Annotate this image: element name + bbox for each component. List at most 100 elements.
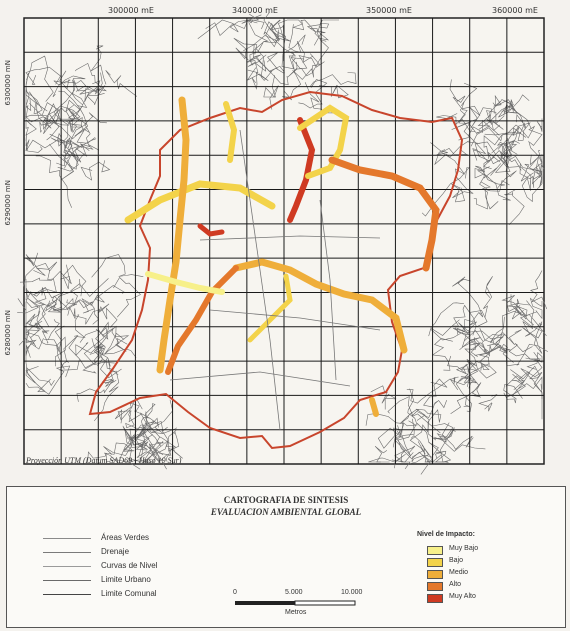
- line-swatch: [43, 580, 91, 581]
- contour-line: [132, 440, 164, 456]
- contour-line: [263, 75, 279, 110]
- contour-line: [510, 357, 543, 380]
- impact-label: Muy Bajo: [449, 545, 479, 552]
- contour-line: [79, 138, 97, 152]
- contour-line: [377, 427, 403, 449]
- contour-line: [25, 133, 43, 153]
- contour-line: [25, 137, 72, 152]
- contour-line: [25, 322, 44, 354]
- contour-line: [434, 450, 448, 463]
- contour-line: [526, 351, 543, 370]
- contour-line: [430, 302, 464, 336]
- contour-line: [399, 409, 426, 424]
- contour-line: [25, 306, 46, 343]
- contour-line: [421, 167, 470, 217]
- contour-line: [29, 102, 61, 141]
- impact-label: Medio: [449, 569, 469, 576]
- contour-line: [512, 368, 543, 420]
- legend-title: CARTOGRAFIA DE SINTESIS: [223, 495, 349, 505]
- contour-line: [17, 279, 39, 314]
- contour-line: [84, 112, 107, 151]
- contour-line: [51, 295, 77, 311]
- contour-line: [26, 55, 54, 102]
- impact-swatch: [427, 546, 443, 555]
- impact-label: Alto: [449, 581, 462, 588]
- contour-line: [474, 141, 497, 169]
- contour-line: [125, 410, 161, 447]
- contour-line: [496, 138, 520, 151]
- projection-note: Proyección UTM (Datum SAD69 - Huso 19 Su…: [26, 456, 182, 465]
- contour-line: [141, 417, 161, 448]
- contour-line: [97, 303, 118, 328]
- contour-line: [529, 270, 548, 310]
- contour-line: [298, 79, 328, 109]
- legend-line-label: Áreas Verdes: [101, 533, 150, 542]
- contour-line: [158, 445, 183, 462]
- grid-label-top: 360000 mE: [492, 6, 538, 15]
- contour-line: [60, 118, 96, 144]
- contour-line: [103, 429, 134, 456]
- contour-line: [492, 338, 514, 363]
- contour-line: [478, 394, 498, 412]
- contour-line: [409, 422, 439, 464]
- impact-swatch: [427, 582, 443, 591]
- contour-line: [281, 34, 306, 70]
- contour-line: [423, 378, 448, 408]
- contour-line: [255, 47, 285, 81]
- contour-line: [498, 101, 532, 130]
- contour-line: [49, 133, 77, 158]
- contour-line: [91, 254, 144, 278]
- contour-line: [504, 125, 543, 146]
- contour-line: [536, 118, 543, 132]
- contour-line: [530, 164, 543, 188]
- legend-subtitle: EVALUACION AMBIENTAL GLOBAL: [210, 507, 362, 517]
- contour-line: [501, 94, 530, 114]
- contour-line: [486, 110, 505, 136]
- contour-line: [53, 79, 75, 122]
- contour-line: [79, 329, 115, 366]
- contour-line: [397, 420, 431, 475]
- contour-line: [365, 413, 405, 436]
- impact-swatch: [427, 570, 443, 579]
- contour-line: [318, 84, 349, 99]
- contour-line: [464, 329, 508, 353]
- contour-line: [370, 385, 397, 410]
- contour-line: [42, 104, 75, 130]
- contour-line: [473, 181, 491, 210]
- contour-line: [309, 28, 330, 46]
- scale-label: 0: [233, 589, 237, 596]
- contour-line: [522, 300, 541, 337]
- contour-line: [462, 310, 488, 334]
- contour-line: [102, 327, 125, 355]
- contour-line: [304, 82, 336, 114]
- contour-line: [505, 375, 526, 398]
- contour-line: [505, 327, 539, 367]
- legend-line-label: Drenaje: [101, 547, 130, 556]
- contour-line: [90, 45, 107, 85]
- contour-line: [67, 306, 101, 325]
- contour-line: [25, 72, 43, 115]
- legend-line-label: Limite Urbano: [101, 575, 151, 584]
- contour-line: [79, 348, 137, 369]
- contour-line: [451, 183, 465, 203]
- scale-label: 5.000: [285, 589, 303, 596]
- contour-line: [452, 276, 484, 318]
- map-canvas: [17, 12, 548, 475]
- contour-line: [103, 442, 141, 470]
- contour-line: [475, 165, 505, 186]
- impact-corridors: [124, 96, 440, 417]
- contour-line: [409, 414, 430, 455]
- contour-line: [58, 90, 89, 137]
- legend-panel: CARTOGRAFIA DE SINTESIS EVALUACION AMBIE…: [6, 486, 566, 628]
- contour-line: [454, 320, 477, 336]
- contour-line: [436, 109, 466, 126]
- contour-line: [300, 19, 339, 33]
- contour-line: [489, 316, 522, 346]
- contour-line: [25, 108, 59, 126]
- impact-label: Muy Alto: [449, 593, 476, 600]
- contour-line: [148, 417, 178, 434]
- contour-line: [19, 264, 72, 285]
- contour-line: [123, 412, 150, 452]
- contour-line: [84, 285, 126, 306]
